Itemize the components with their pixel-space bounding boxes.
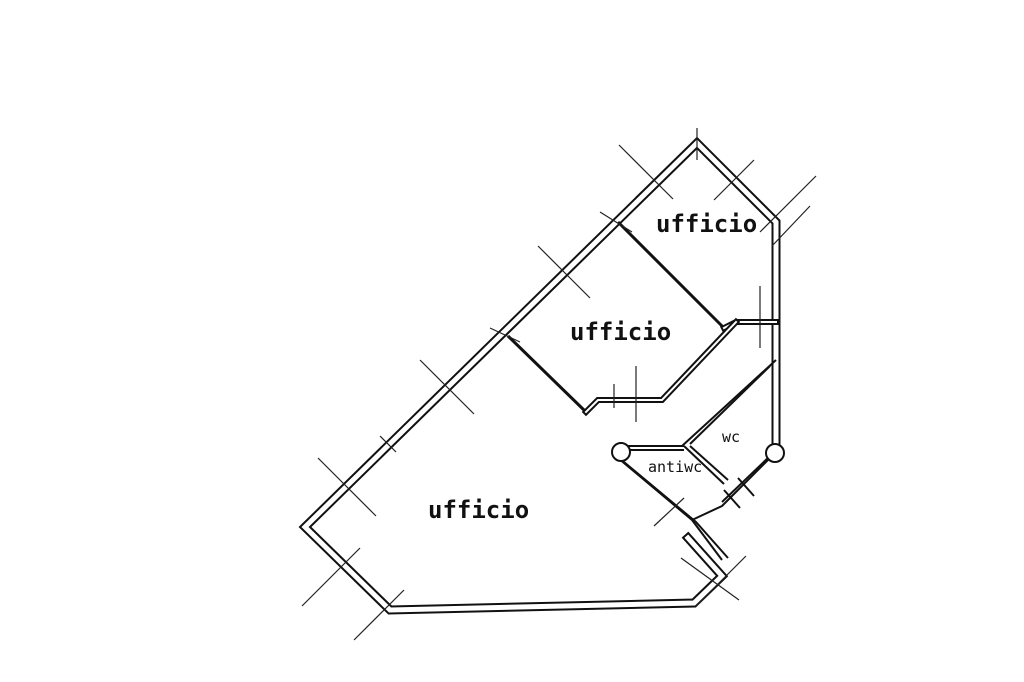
- wall-wc-antiwc-divider-2: [689, 445, 729, 481]
- wall-antiwc-left-2: [623, 461, 729, 559]
- room-label-wc: wc: [722, 428, 740, 446]
- wall-jamb-2: [723, 489, 741, 509]
- wall-middle-office-left: [506, 334, 588, 414]
- room-label-office-middle: ufficio: [570, 318, 671, 346]
- wall-wc-right: [691, 451, 777, 521]
- wall-middle-office-bottom-inner: [584, 320, 738, 414]
- pillar-left: [611, 442, 631, 462]
- room-label-antiwc: antiwc: [648, 458, 702, 476]
- wall-jamb: [737, 477, 755, 497]
- wall-wc-antiwc-divider: [683, 445, 725, 485]
- wall-wc-right-2: [721, 455, 771, 503]
- room-label-office-bottom: ufficio: [428, 496, 529, 524]
- pillar-right: [765, 443, 785, 463]
- wall-top-office-diagonal: [616, 220, 726, 330]
- wall-wc-diagonal-2: [689, 365, 771, 445]
- room-label-office-top: ufficio: [656, 210, 757, 238]
- construction-lines: [301, 128, 817, 641]
- interior-walls: [506, 220, 779, 561]
- outer-wall: [298, 136, 781, 615]
